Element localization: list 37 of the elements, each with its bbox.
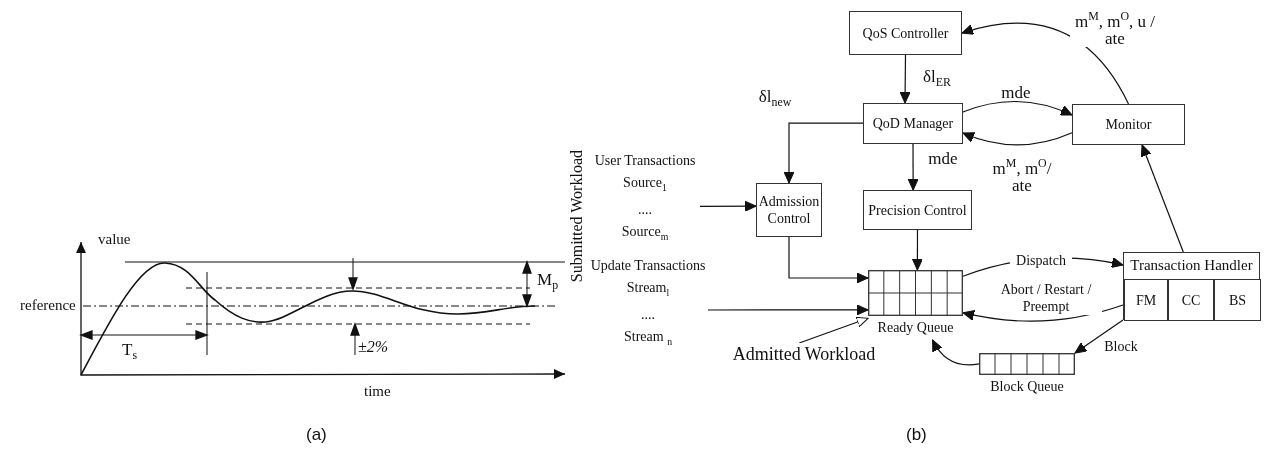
handler-title: Transaction Handler bbox=[1129, 257, 1254, 274]
arrow bbox=[783, 122, 864, 184]
control-box: Precision Control bbox=[863, 190, 972, 230]
monitor-box: Monitor bbox=[1072, 104, 1185, 145]
controller-box: QoS Controller bbox=[849, 11, 962, 55]
arrow bbox=[1074, 319, 1124, 354]
arrow bbox=[788, 236, 869, 284]
queue-label: Ready Queue bbox=[876, 319, 955, 337]
arrow bbox=[707, 304, 869, 316]
arrow bbox=[961, 22, 1130, 105]
module-cell: FM bbox=[1124, 279, 1168, 321]
module-cell: CC bbox=[1168, 279, 1214, 321]
queue-label: Block Queue bbox=[989, 378, 1065, 396]
panel-caption: (b) bbox=[906, 425, 927, 445]
arrow bbox=[962, 100, 1073, 116]
edge-label: Dispatch bbox=[1010, 252, 1072, 269]
dimension-label: M$_{p}$ bbox=[537, 270, 559, 294]
arrow bbox=[907, 143, 919, 191]
arrow bbox=[699, 200, 757, 212]
control-box: Admission Control bbox=[756, 183, 822, 237]
arrow bbox=[911, 229, 923, 271]
axis-label: time bbox=[364, 383, 391, 400]
arrow bbox=[962, 131, 1073, 146]
axis-label: Submitted Workload bbox=[568, 150, 586, 283]
arrow bbox=[1140, 144, 1184, 253]
handler-box bbox=[1123, 252, 1260, 320]
axis-label: value bbox=[98, 231, 131, 248]
arrow bbox=[962, 304, 1124, 322]
panel-caption: (a) bbox=[306, 425, 327, 445]
dimension-label: T$_{s}$ bbox=[122, 340, 138, 364]
axis-label: reference bbox=[20, 297, 76, 314]
leader-arrow bbox=[798, 316, 869, 344]
arrow bbox=[932, 339, 980, 366]
arrow bbox=[899, 54, 911, 104]
module-cell: BS bbox=[1214, 279, 1261, 321]
dimension-label: ±2% bbox=[358, 338, 389, 356]
manager-box: QoD Manager bbox=[863, 103, 963, 144]
